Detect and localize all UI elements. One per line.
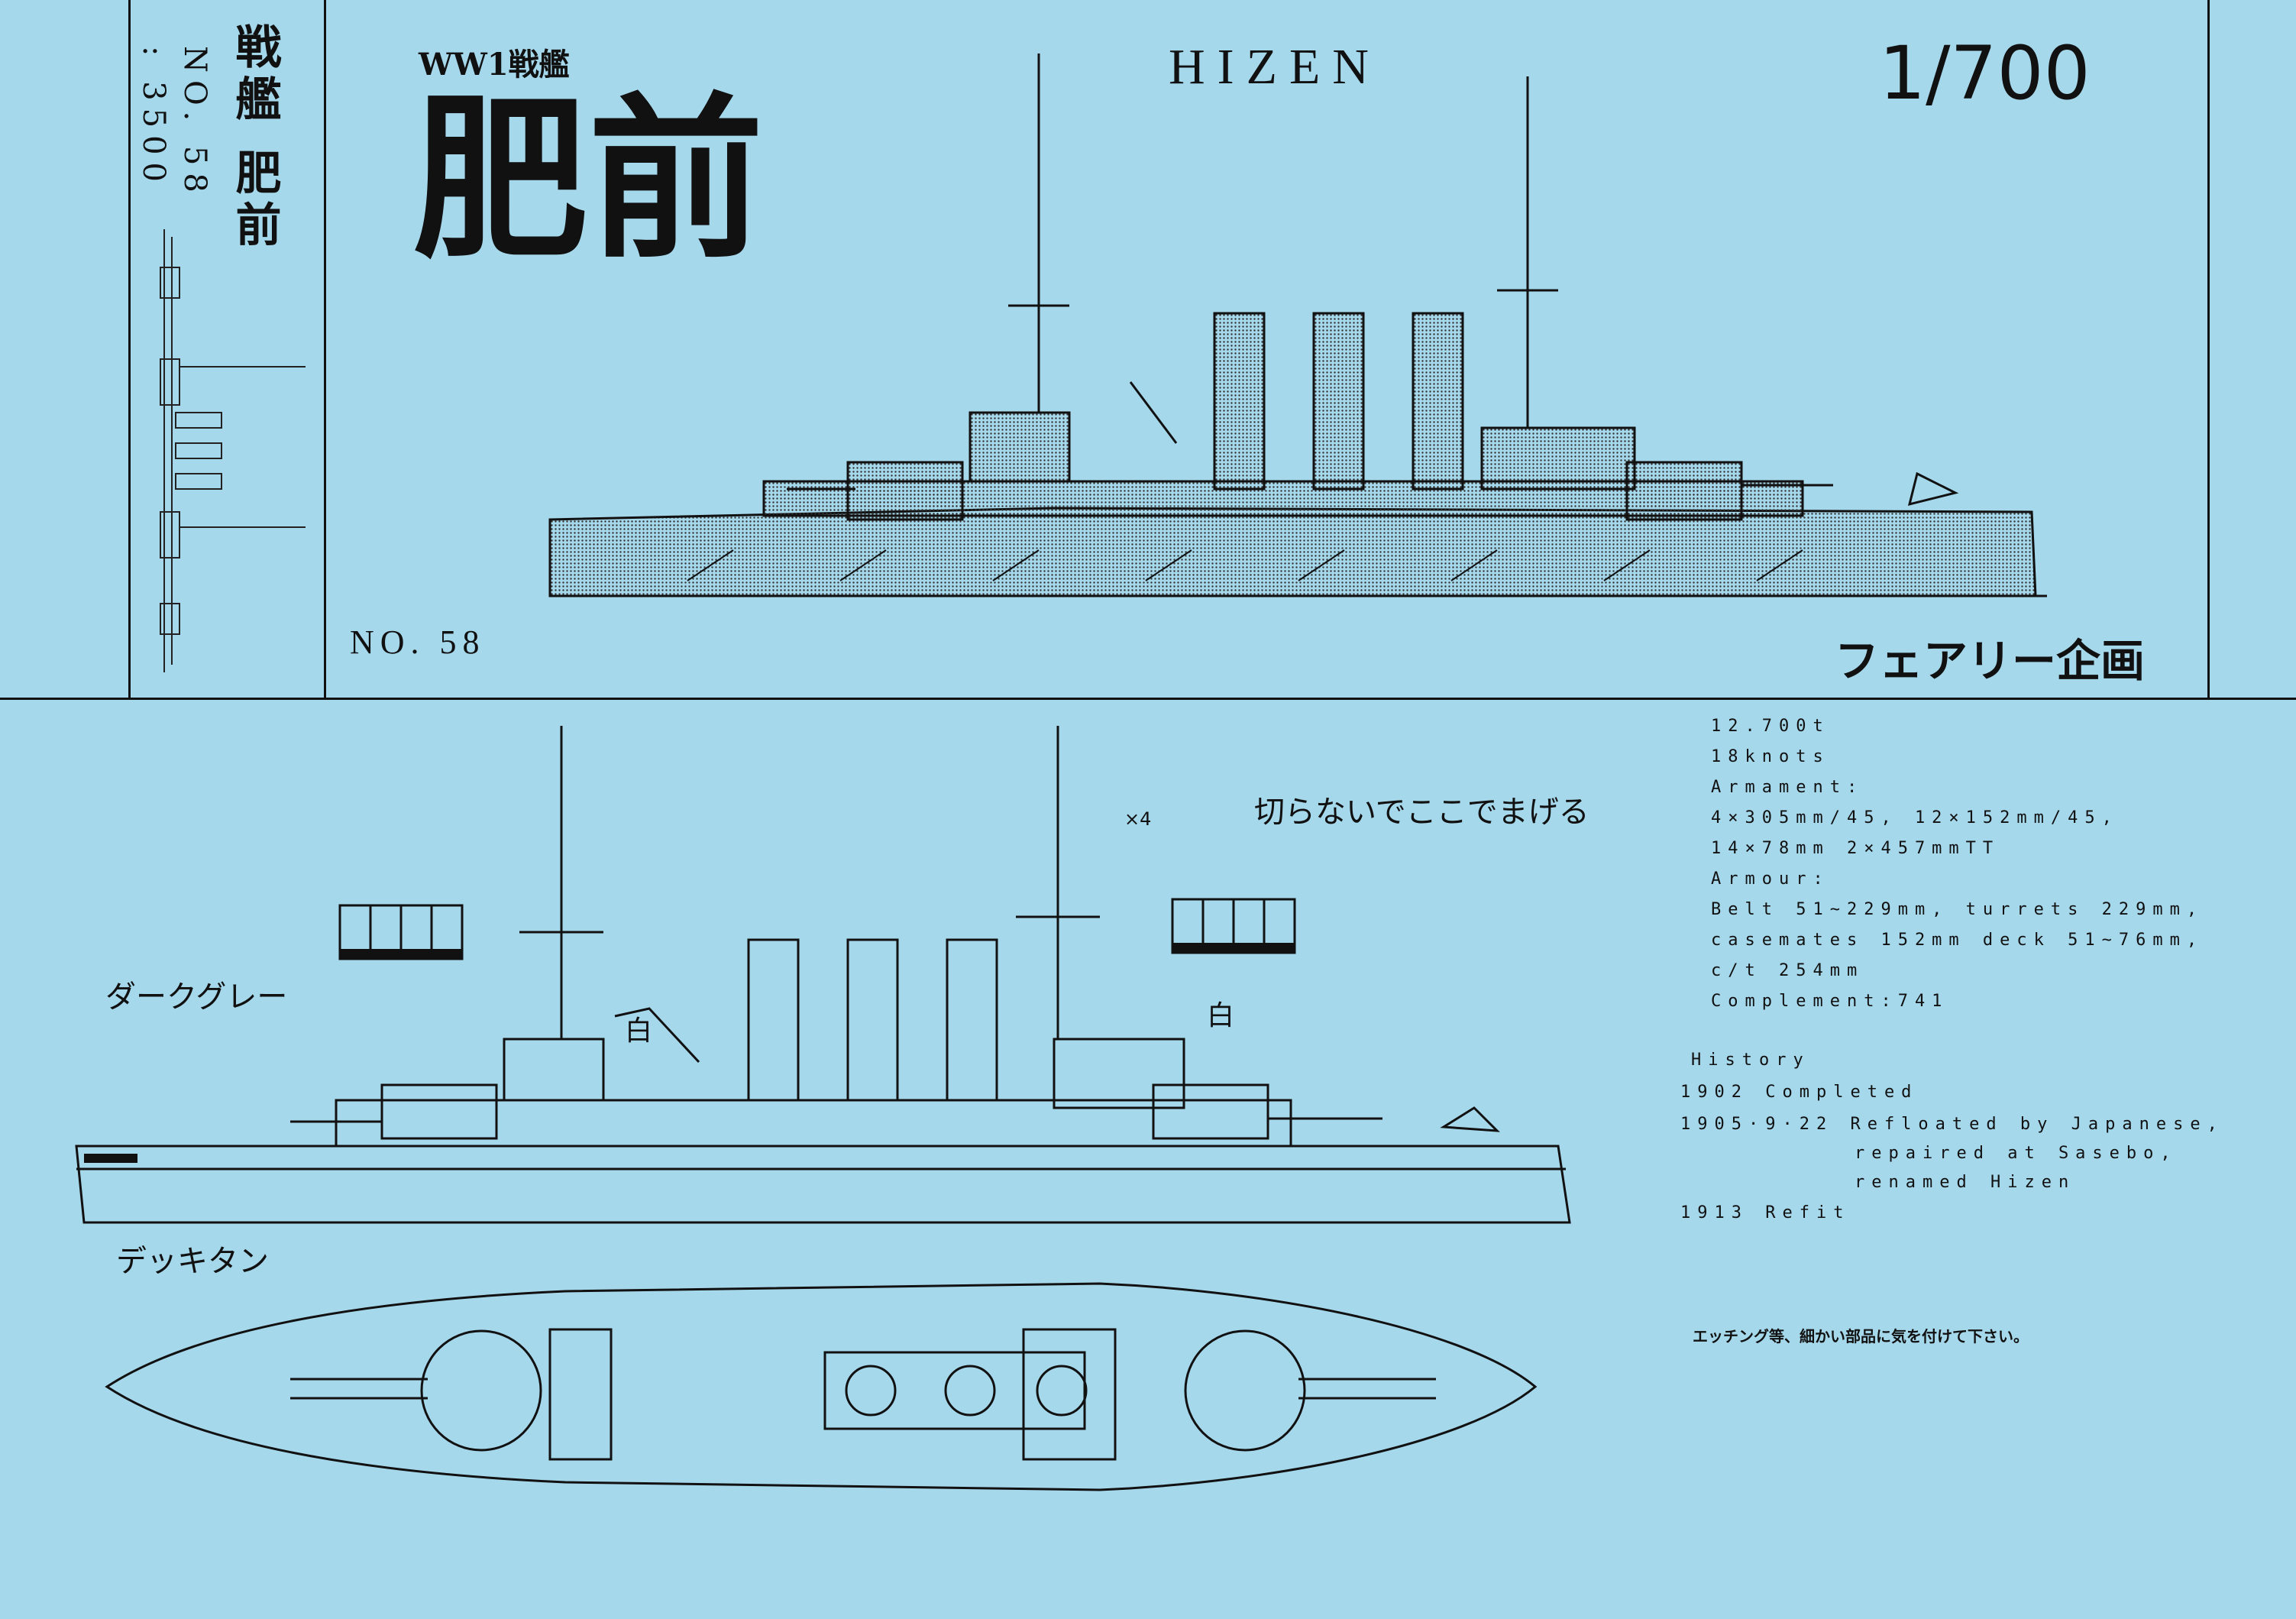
horizontal-divider <box>0 698 2296 700</box>
aft-bridge <box>1053 1038 1185 1109</box>
aft-turret <box>1625 461 1743 521</box>
history-line: repaired at Sasebo, <box>1855 1144 2178 1163</box>
part-grid-left <box>338 904 464 960</box>
history-line: renamed Hizen <box>1855 1173 2076 1192</box>
spine-ship-silhouette <box>160 229 306 672</box>
part-grid-right <box>1171 898 1296 954</box>
deck-outline <box>105 1282 1538 1491</box>
spec-line: Complement:741 <box>1711 992 1949 1011</box>
forward-turret-plan <box>420 1329 542 1452</box>
border-right <box>2207 0 2210 699</box>
title-roman: HIZEN <box>1169 39 1381 95</box>
caution-note: エッチング等、細かい部品に気を付けて下さい。 <box>1693 1327 2029 1345</box>
hull <box>548 507 2047 597</box>
subtitle: WW1戦艦 <box>419 47 570 83</box>
aft-turret-plan <box>1184 1329 1306 1452</box>
aft-turret <box>1152 1083 1269 1140</box>
forward-turret <box>380 1083 498 1140</box>
maker-name: フェアリー企画 <box>1835 635 2146 687</box>
aft-bridge <box>1480 426 1636 491</box>
border-left-outer <box>128 0 131 699</box>
spec-line: 12.700t <box>1711 717 1830 736</box>
forward-bridge <box>969 411 1071 483</box>
specs-block: 12.700t 18knots Armament: 4×305mm/45, 12… <box>1711 717 2291 1022</box>
dark-grey-label: ダークグレー <box>105 979 288 1015</box>
scale-label: 1/700 <box>1879 31 2091 116</box>
spec-line: c/t 254mm <box>1711 961 1864 980</box>
funnel-3 <box>1412 312 1464 491</box>
spine-number: NO. 58 <box>177 46 212 200</box>
deck-plan <box>105 1282 1538 1491</box>
fold-note: 切らないでここでまげる <box>1254 795 1589 830</box>
border-left-inner <box>324 0 326 699</box>
kit-number: NO. 58 <box>350 623 486 661</box>
funnel-2 <box>846 938 899 1102</box>
quantity-note: ×4 <box>1124 808 1152 830</box>
spec-line: Armament: <box>1711 778 1864 797</box>
forward-turret <box>846 461 964 521</box>
spec-line: Armour: <box>1711 869 1830 889</box>
deck-tan-label: デッキタン <box>116 1244 269 1279</box>
funnel-2 <box>1312 312 1365 491</box>
spec-line: 14×78mm 2×457mmTT <box>1711 839 2000 858</box>
side-profile-top <box>548 53 2047 597</box>
spine-name: 戦艦 肥前 <box>228 23 281 253</box>
white-label-right: 白 <box>1207 1000 1235 1031</box>
spec-line: 4×305mm/45, 12×152mm/45, <box>1711 808 2119 827</box>
white-label-left: 白 <box>625 1015 653 1047</box>
title-kanji: 肥前 <box>412 76 765 283</box>
spec-line: 18knots <box>1711 747 1830 766</box>
spec-line: Belt 51~229mm, turrets 229mm, <box>1711 900 2204 919</box>
spec-line: casemates 152mm deck 51~76mm, <box>1711 931 2204 950</box>
spine-scale: : 3500 <box>136 46 171 189</box>
funnel-3 <box>946 938 998 1102</box>
funnel-1 <box>1213 312 1266 491</box>
history-line: 1902 Completed <box>1680 1083 1919 1102</box>
funnel-1 <box>747 938 800 1102</box>
hull-outline <box>75 1145 1571 1224</box>
history-block: History 1902 Completed 1905·9·22 Refloat… <box>1680 1051 2291 1234</box>
history-heading: History <box>1691 1051 1810 1070</box>
history-line: 1905·9·22 Refloated by Japanese, <box>1680 1115 2224 1134</box>
forward-bridge <box>503 1038 605 1102</box>
side-profile-painting-guide <box>75 726 1571 1224</box>
history-line: 1913 Refit <box>1680 1203 1851 1222</box>
